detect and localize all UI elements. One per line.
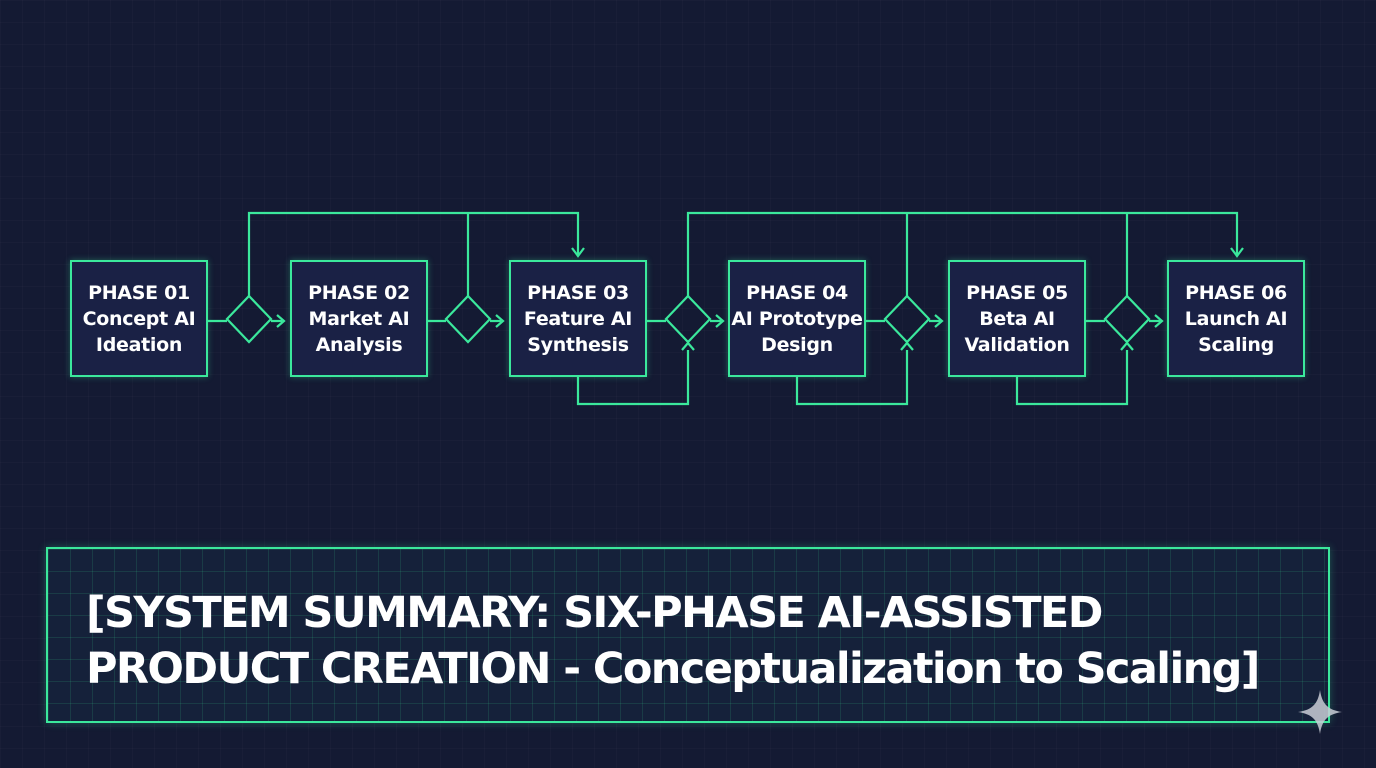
phase-01-line2: Ideation xyxy=(95,333,183,356)
arrowhead-into-phase-04 xyxy=(715,314,725,328)
phase-01-box: PHASE 01 Concept AI Ideation xyxy=(70,260,208,377)
phase-02-line2: Analysis xyxy=(315,333,403,356)
arrowhead-up-diamond-4 xyxy=(900,341,914,351)
loop-top-left xyxy=(247,211,580,296)
phase-01-id: PHASE 01 xyxy=(88,281,190,304)
arrowhead-into-phase-02 xyxy=(276,314,286,328)
phase-06-box: PHASE 06 Launch AI Scaling xyxy=(1167,260,1305,377)
arrowhead-into-phase-05 xyxy=(934,314,944,328)
summary-line-1: [SYSTEM SUMMARY: SIX-PHASE AI-ASSISTED xyxy=(86,588,1103,638)
decision-diamond-2 xyxy=(444,294,492,344)
phase-03-box: PHASE 03 Feature AI Synthesis xyxy=(509,260,647,377)
arrowhead-into-phase-03 xyxy=(495,314,505,328)
decision-diamond-3 xyxy=(664,294,712,344)
loop-bottom-3 xyxy=(576,350,690,406)
arrowhead-down-phase-03 xyxy=(571,247,585,258)
phase-03-line2: Synthesis xyxy=(527,333,629,356)
decision-diamond-5 xyxy=(1103,294,1151,344)
phase-03-id: PHASE 03 xyxy=(527,281,629,304)
phase-05-line1: Beta AI xyxy=(979,307,1055,330)
arrowhead-into-phase-06 xyxy=(1154,314,1164,328)
system-summary-text: [SYSTEM SUMMARY: SIX-PHASE AI-ASSISTED P… xyxy=(86,585,1260,697)
summary-line-2: PRODUCT CREATION - Conceptualization to … xyxy=(86,644,1260,694)
phase-06-line1: Launch AI xyxy=(1184,307,1288,330)
phase-06-line2: Scaling xyxy=(1198,333,1274,356)
arrowhead-up-diamond-5 xyxy=(1120,341,1134,351)
loop-bottom-5 xyxy=(1015,350,1129,406)
system-summary-panel: [SYSTEM SUMMARY: SIX-PHASE AI-ASSISTED P… xyxy=(46,547,1330,723)
loop-bottom-4 xyxy=(795,350,909,406)
phase-04-line1: AI Prototype xyxy=(731,307,863,330)
phase-04-line2: Design xyxy=(761,333,833,356)
decision-diamond-1 xyxy=(225,294,273,344)
loop-top-right xyxy=(686,211,1239,296)
phase-02-id: PHASE 02 xyxy=(308,281,410,304)
phase-05-line2: Validation xyxy=(964,333,1070,356)
arrowhead-up-diamond-3 xyxy=(681,341,695,351)
phase-05-id: PHASE 05 xyxy=(966,281,1068,304)
decision-diamond-4 xyxy=(883,294,931,344)
phase-03-line1: Feature AI xyxy=(523,307,633,330)
phase-04-box: PHASE 04 AI Prototype Design xyxy=(728,260,866,377)
phase-06-id: PHASE 06 xyxy=(1185,281,1287,304)
phase-04-id: PHASE 04 xyxy=(746,281,848,304)
phase-01-line1: Concept AI xyxy=(82,307,196,330)
sparkle-icon xyxy=(1298,690,1342,734)
phase-02-box: PHASE 02 Market AI Analysis xyxy=(290,260,428,377)
phase-02-line1: Market AI xyxy=(308,307,410,330)
phase-05-box: PHASE 05 Beta AI Validation xyxy=(948,260,1086,377)
arrowhead-down-phase-06 xyxy=(1230,247,1244,258)
